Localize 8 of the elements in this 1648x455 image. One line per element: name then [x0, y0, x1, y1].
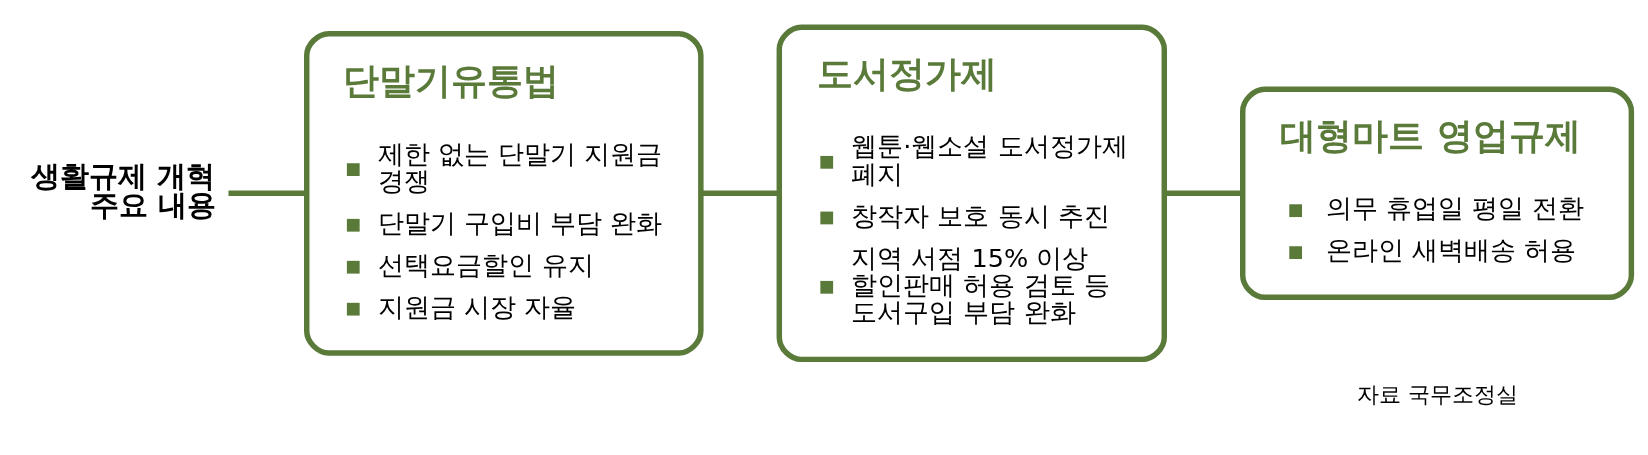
- connector: [701, 190, 780, 196]
- connector: [228, 190, 307, 196]
- node-text: 생활규제 개혁 주요 내용: [31, 158, 216, 222]
- node-box: 단말기유통법 제한 없는 단말기 지원금 경쟁 단말기 구입비 부담 완화 선택요금할인 유지 지원금 시장 자율: [304, 30, 704, 356]
- node-box: 대형마트 영업규제 의무 휴업일 평일 전환 온라인 새벽배송 허용: [1240, 86, 1635, 300]
- node-box: 도서정가제 웹툰·웹소설 도서정가제 폐지 창작자 보호 동시 추진 지역 서점 15% 이상 할인판매 허용 검토 등 도서구입 부담 완화: [776, 24, 1167, 362]
- label: 자료 국무조정실: [1356, 381, 1518, 407]
- connector: [1164, 190, 1243, 196]
